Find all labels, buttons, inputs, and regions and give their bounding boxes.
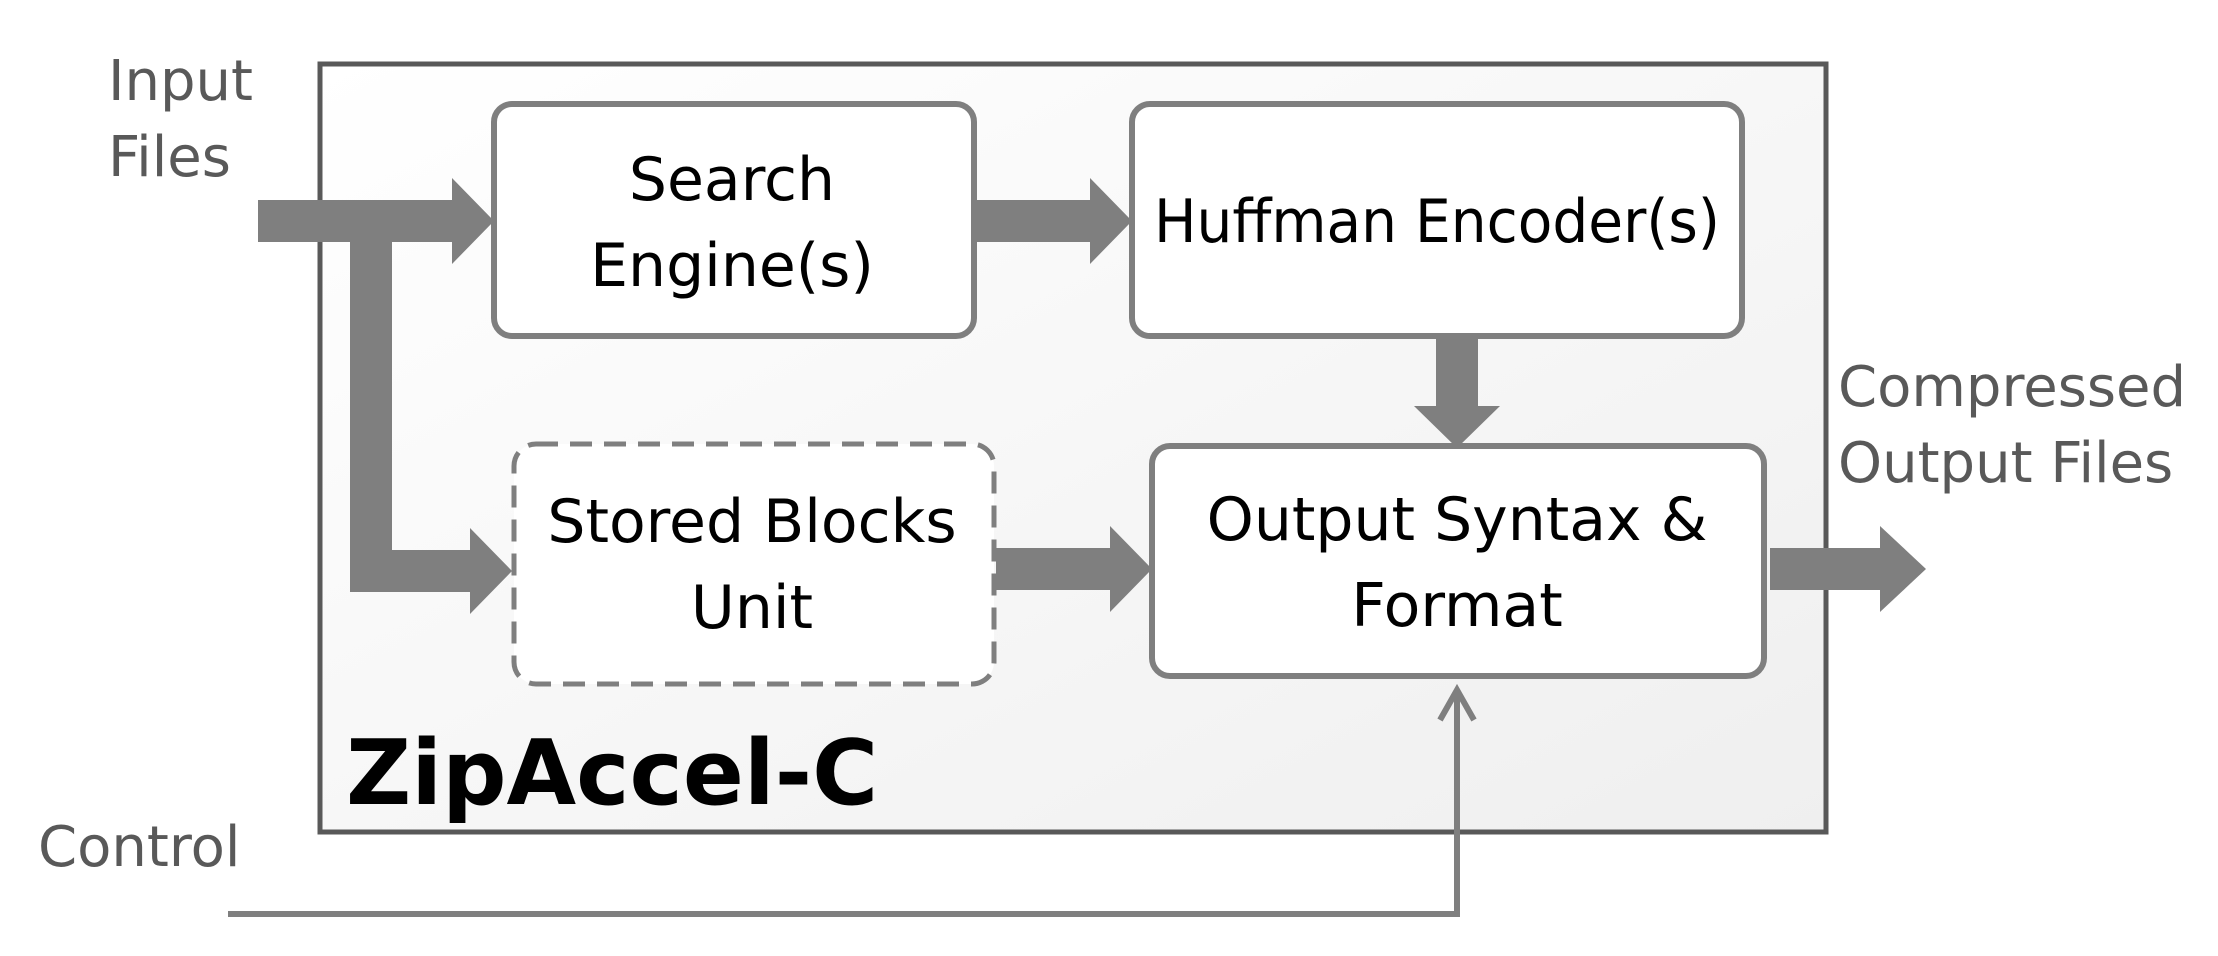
stored-blocks-label-line2: Unit bbox=[691, 573, 813, 643]
input-label-line2: Files bbox=[108, 125, 231, 190]
huffman-encoder-label: Huffman Encoder(s) bbox=[1154, 187, 1720, 257]
output-syntax-label-line2: Format bbox=[1351, 571, 1562, 641]
output-label-line2: Output Files bbox=[1838, 431, 2173, 496]
output-syntax-box bbox=[1149, 443, 1767, 679]
huffman-encoder-box bbox=[1129, 101, 1745, 339]
system-name: ZipAccel-C bbox=[346, 721, 878, 826]
output-arrow bbox=[1770, 526, 1926, 612]
input-branch-vertical bbox=[350, 200, 392, 592]
huffman-to-output-arrow bbox=[1414, 338, 1500, 448]
search-engine-label-line2: Engine(s) bbox=[590, 231, 874, 301]
stored-to-output-arrow bbox=[996, 526, 1152, 612]
input-label-line1: Input bbox=[108, 49, 253, 114]
search-to-huffman-arrow bbox=[976, 178, 1132, 264]
control-line bbox=[228, 683, 1477, 917]
output-syntax-label-line1: Output Syntax & bbox=[1207, 485, 1708, 555]
stored-blocks-box bbox=[511, 441, 997, 687]
input-branch-shaft bbox=[350, 550, 474, 592]
input-arrowhead-stored bbox=[470, 528, 512, 614]
input-arrowhead-search bbox=[452, 178, 494, 264]
search-engine-label-line1: Search bbox=[629, 145, 835, 215]
search-engine-box bbox=[491, 101, 977, 339]
stored-blocks-label-line1: Stored Blocks bbox=[547, 487, 956, 557]
input-arrows bbox=[258, 178, 512, 614]
output-label-line1: Compressed bbox=[1838, 355, 2186, 420]
control-label: Control bbox=[38, 815, 240, 880]
